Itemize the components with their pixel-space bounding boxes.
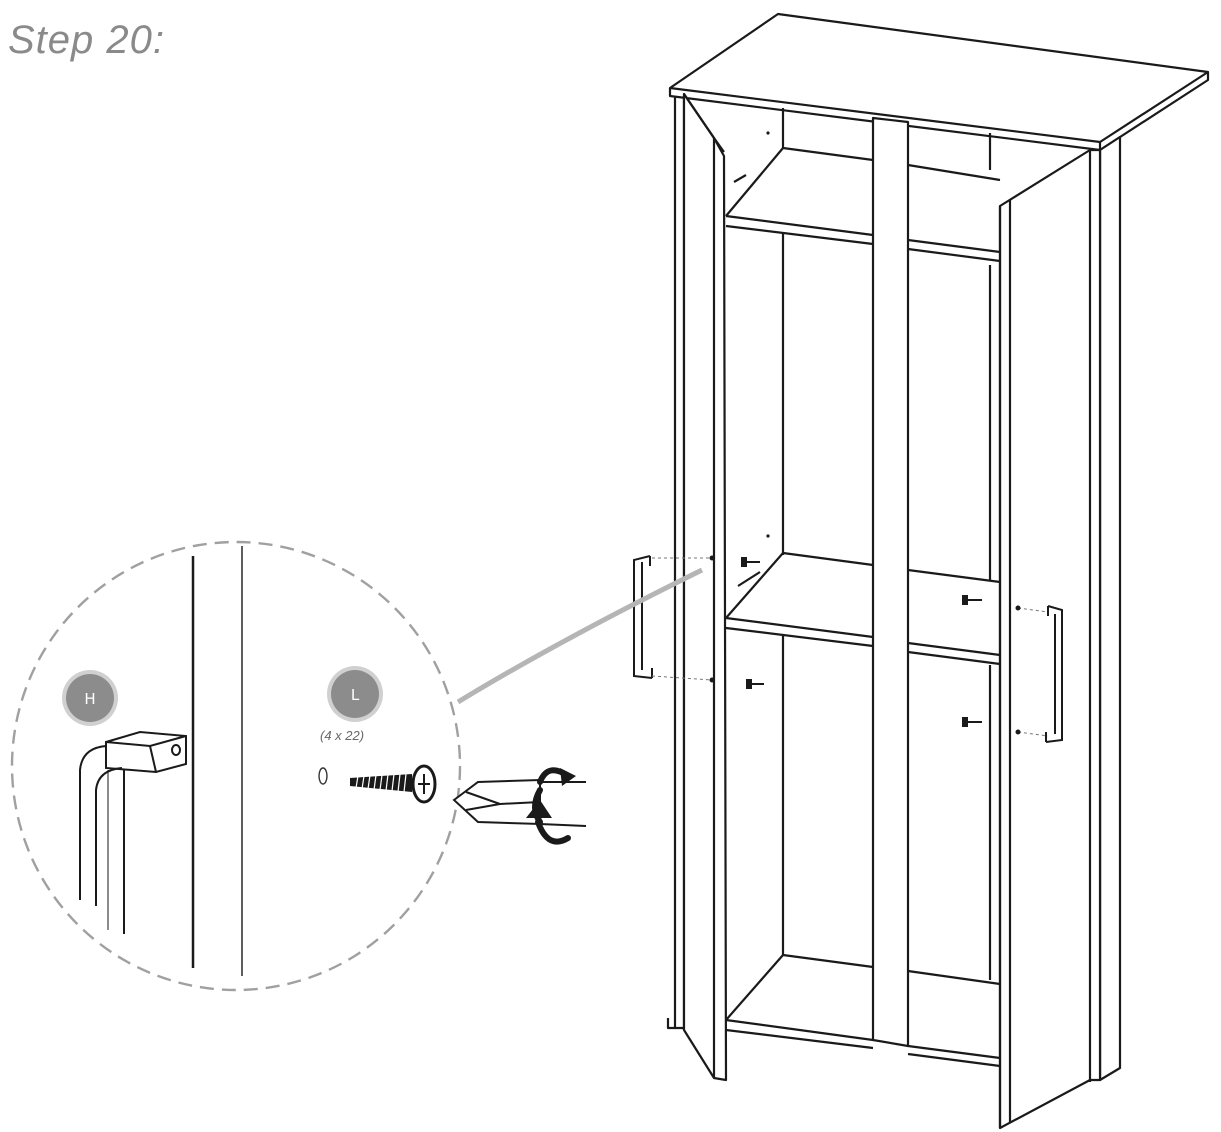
- upper-shelf: [725, 146, 1001, 263]
- screw-icon: [350, 764, 437, 804]
- bottom-panel: [725, 953, 1001, 1068]
- magnifier-leader: [456, 567, 704, 705]
- left-door: [682, 92, 728, 1082]
- screwdriver-icon: [452, 778, 587, 827]
- hex-key-badge: H: [62, 670, 118, 726]
- center-divider: [871, 116, 910, 1048]
- rotation-arrow-icon: [526, 767, 576, 845]
- hex-key-label: H: [84, 690, 95, 708]
- washer-icon: [318, 767, 328, 785]
- detail-magnifier: H L (4 x 22): [10, 540, 462, 992]
- door-handle-icon: [633, 555, 653, 679]
- handle-screw-lines: [651, 557, 1049, 737]
- wardrobe: [666, 12, 1210, 1130]
- wardrobe-side-panel: [1098, 135, 1122, 1082]
- middle-shelf: [725, 551, 1001, 666]
- screw-spec: (4 x 22): [320, 728, 364, 743]
- screw-markers: [709, 555, 1021, 735]
- screw-badge: L: [327, 666, 383, 722]
- step-title: Step 20:: [8, 18, 166, 62]
- door-handle-icon: [1045, 605, 1063, 743]
- screw-label: L: [351, 686, 360, 704]
- right-door: [998, 148, 1102, 1130]
- hex-key-icon: [79, 730, 187, 934]
- wardrobe-top-panel: [668, 12, 1210, 152]
